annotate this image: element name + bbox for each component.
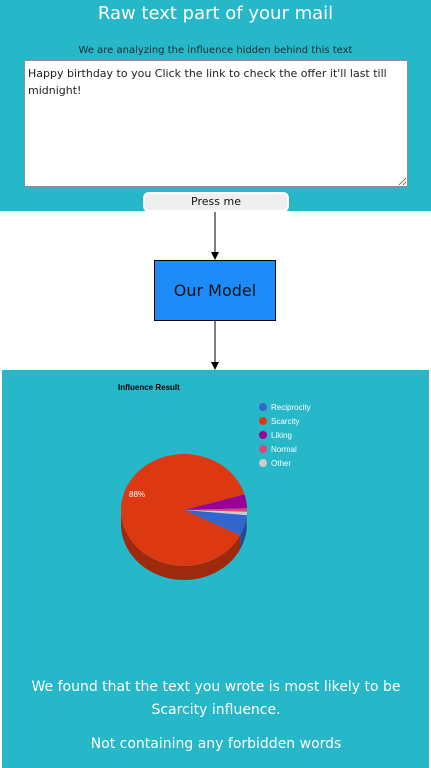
arrow-down-icon [211, 212, 219, 260]
legend-label-scarcity: Scarcity [271, 417, 299, 426]
press-me-button[interactable]: Press me [143, 192, 289, 212]
legend-marker-reciprocity [259, 403, 267, 411]
mail-text-input[interactable]: Happy birthday to you Click the link to … [24, 60, 408, 187]
legend-marker-scarcity [259, 417, 267, 425]
forbidden-words-message: Not containing any forbidden words [90, 736, 342, 752]
pie-slice-normal[interactable] [184, 508, 248, 512]
arrow-down-icon [211, 321, 219, 370]
input-title: Raw text part of your mail [97, 3, 334, 24]
legend-label-normal: Normal [271, 445, 297, 454]
pie-slice-scarcity[interactable] [121, 454, 245, 566]
legend-marker-normal [259, 445, 267, 453]
chart-title: Influence Result [118, 383, 180, 392]
model-box: Our Model [154, 260, 276, 321]
pie-side-reciprocity [240, 515, 247, 550]
legend-marker-liking [259, 431, 267, 439]
influence-pie-chart: Influence Result 88% ReciprocityScarcity… [118, 383, 311, 580]
legend-label-other: Other [271, 459, 291, 468]
pie-side-scarcity [121, 510, 241, 580]
input-subtitle: We are analyzing the influence hidden be… [78, 45, 353, 56]
pie-slice-liking[interactable] [184, 494, 247, 510]
pie-group: 88% [121, 454, 248, 580]
pie-data-label: 88% [129, 490, 145, 499]
pie-slice-other[interactable] [184, 510, 247, 516]
input-panel: Raw text part of your mail We are analyz… [0, 0, 431, 211]
result-message: We found that the text you wrote is most… [31, 679, 401, 718]
legend-label-reciprocity: Reciprocity [271, 403, 311, 412]
legend-marker-other [259, 459, 267, 467]
legend-label-liking: Liking [271, 431, 292, 440]
pie-slice-reciprocity[interactable] [184, 510, 247, 536]
